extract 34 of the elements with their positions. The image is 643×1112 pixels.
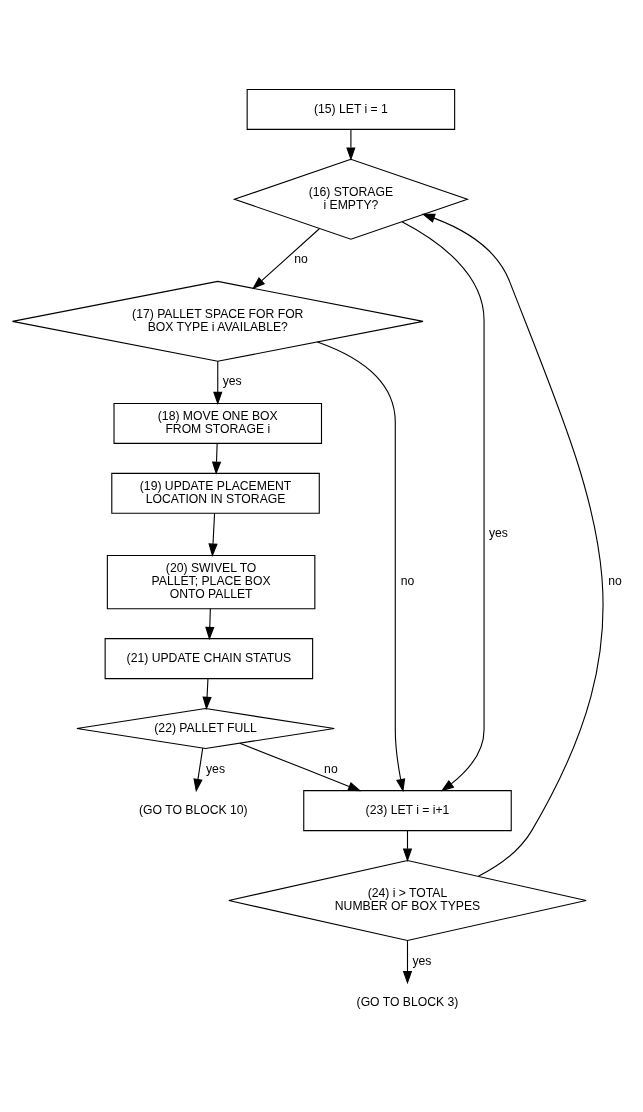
edge-label: no [294,252,308,267]
arrow [316,341,406,793]
node-diamond: (16) STORAGE i EMPTY? [232,158,470,240]
arrow [421,213,604,877]
arrow [208,513,218,557]
arrow [239,742,362,792]
node-box: (20) SWIVEL TO PALLET; PLACE BOX ONTO PALLET [106,554,316,610]
arrow [402,939,413,985]
arrow [202,678,212,711]
edge-label: no [400,574,415,589]
arrow [211,443,222,475]
arrow [213,360,223,406]
node-box: (18) MOVE ONE BOX FROM STORAGE i [113,402,323,444]
node-text: (GO TO BLOCK 3) [356,994,459,1009]
node-box: (15) LET i = 1 [246,88,456,130]
edge-label: yes [206,761,225,776]
arrow [402,830,413,862]
edge-label: yes [488,526,508,541]
arrow [193,747,204,793]
edge-label: yes [222,374,242,389]
edge-label: no [608,574,622,589]
arrow [401,221,485,792]
node-diamond: (24) i > TOTAL NUMBER OF BOX TYPES [228,860,587,942]
edge-label: yes [412,953,432,968]
node-text: (GO TO BLOCK 10) [139,802,248,817]
edge-label: no [324,761,338,776]
arrow [205,608,215,641]
node-box: (21) UPDATE CHAIN STATUS [104,638,314,680]
node-box: (23) LET i = i+1 [303,790,512,832]
arrow [252,228,320,290]
arrow [346,129,356,161]
node-diamond: (22) PALLET FULL [76,708,335,750]
node-box: (19) UPDATE PLACEMENT LOCATION IN STORAGE [111,472,320,514]
node-diamond: (17) PALLET SPACE FOR FOR BOX TYPE i AVAILABLE? [11,280,424,362]
